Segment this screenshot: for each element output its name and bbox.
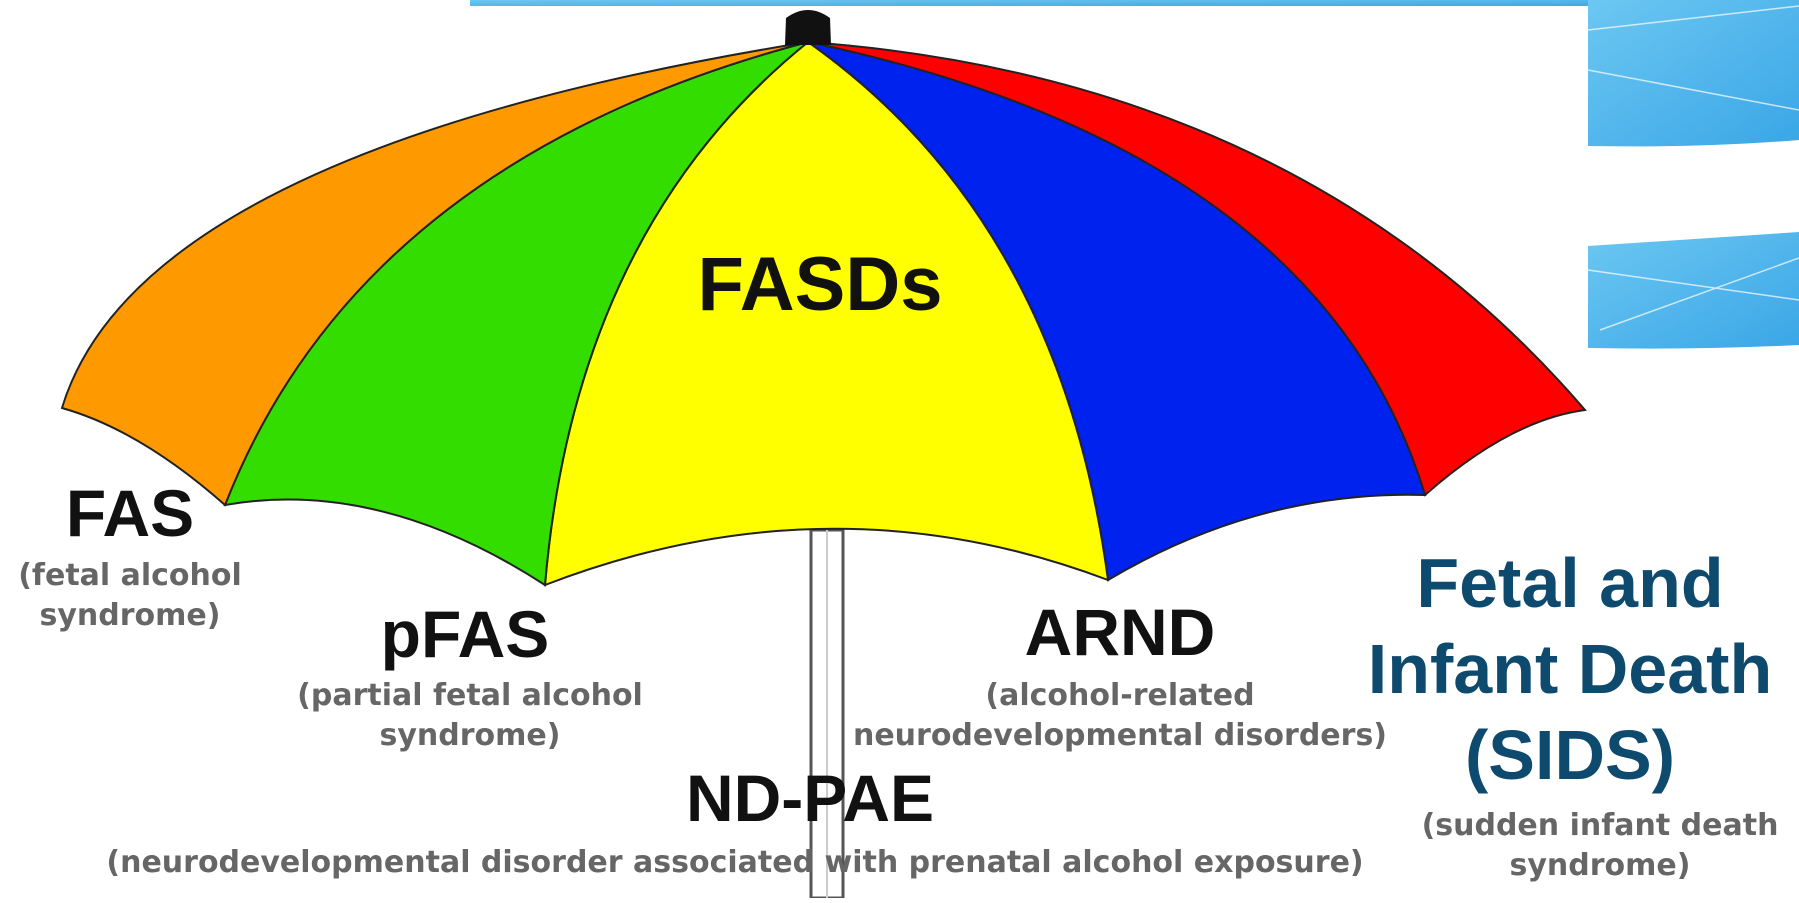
sids-title-line1: Fetal and xyxy=(1345,540,1795,626)
sids-title-line2: Infant Death xyxy=(1345,626,1795,712)
pfas-description: (partial fetal alcohol syndrome) xyxy=(270,676,670,756)
sids-title: Fetal and Infant Death (SIDS) xyxy=(1345,540,1795,798)
arnd-label: ARND xyxy=(990,594,1250,670)
pfas-label: pFAS xyxy=(340,596,590,672)
sids-description: (sudden infant death syndrome) xyxy=(1405,806,1795,886)
pfas-description-line1: (partial fetal alcohol xyxy=(270,676,670,716)
decor-right-panel-top xyxy=(1588,0,1799,146)
fas-description-line2: syndrome) xyxy=(0,596,260,636)
ndpae-label: ND-PAE xyxy=(650,760,970,836)
arnd-description-line1: (alcohol-related xyxy=(845,676,1395,716)
fas-label: FAS xyxy=(40,475,220,551)
umbrella-tip xyxy=(785,10,831,45)
arnd-description: (alcohol-related neurodevelopmental diso… xyxy=(845,676,1395,756)
arnd-description-line2: neurodevelopmental disorders) xyxy=(845,716,1395,756)
sids-title-line3: (SIDS) xyxy=(1345,712,1795,798)
decor-right-panel-mid xyxy=(1588,232,1799,349)
sids-description-line1: (sudden infant death xyxy=(1405,806,1795,846)
pfas-description-line2: syndrome) xyxy=(270,716,670,756)
sids-description-line2: syndrome) xyxy=(1405,846,1795,886)
fasds-label: FASDs xyxy=(690,240,950,330)
fas-description: (fetal alcohol syndrome) xyxy=(0,556,260,636)
fas-description-line1: (fetal alcohol xyxy=(0,556,260,596)
ndpae-description: (neurodevelopmental disorder associated … xyxy=(50,843,1420,883)
